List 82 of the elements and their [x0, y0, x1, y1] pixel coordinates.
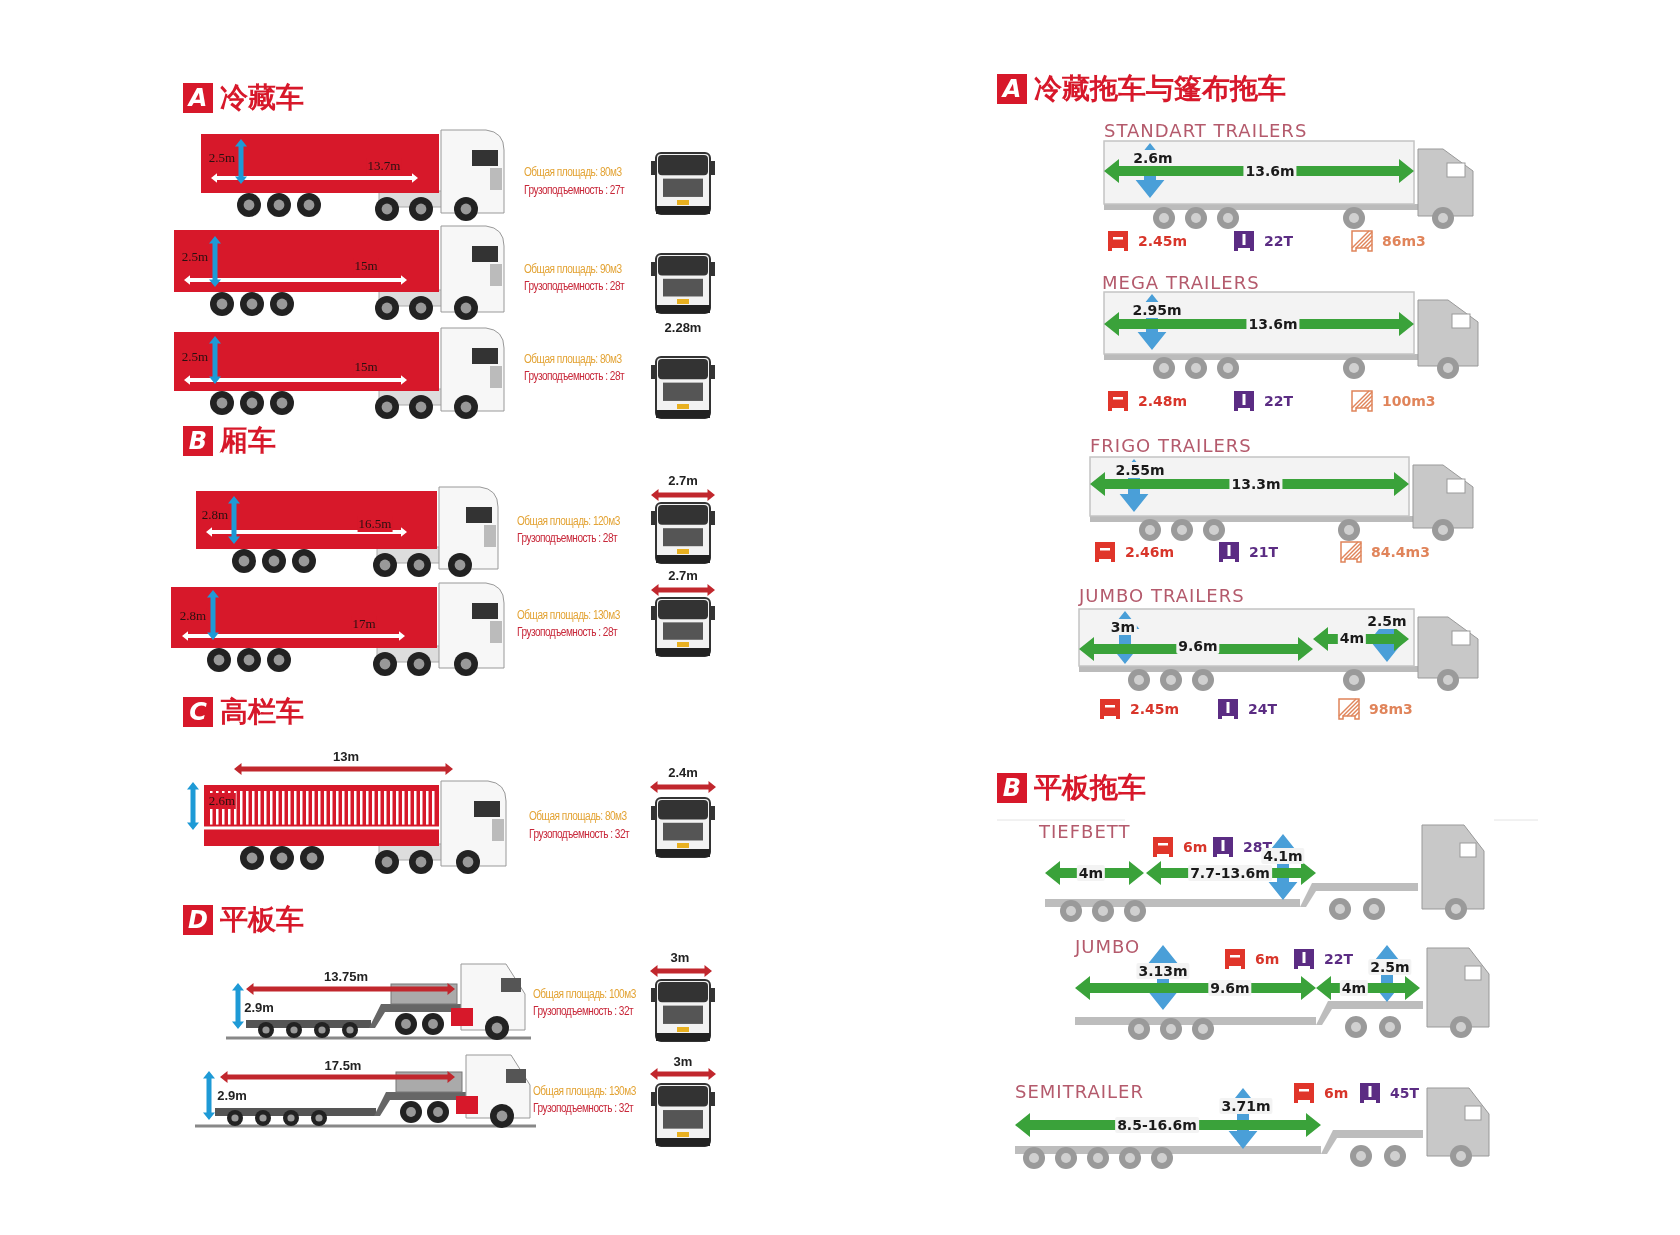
dimension-label: 17.5m — [324, 1057, 362, 1073]
capacity-text: Грузоподъемность : 28т — [524, 369, 625, 383]
trailer-name: MEGA TRAILERS — [1102, 271, 1260, 293]
weight-value: 22T — [1264, 233, 1294, 249]
volume-text: Общая площадь: 120м3 — [517, 514, 620, 528]
volume-text: Общая площадь: 80м3 — [524, 165, 622, 179]
weight-value: 21T — [1249, 544, 1279, 560]
trailer-name: STANDART TRAILERS — [1104, 119, 1308, 141]
width-value: 2.48m — [1138, 393, 1188, 409]
width-value: 2.45m — [1138, 233, 1188, 249]
dimension-label: 2.9m — [217, 1087, 247, 1103]
volume-value: 84.4m3 — [1371, 544, 1430, 560]
section-heading: 冷藏拖车与篷布拖车 — [1034, 71, 1286, 107]
dimension-label: 9.6m — [1176, 638, 1220, 654]
dimension-label: 2.28m — [664, 319, 702, 335]
capacity-text: Грузоподъемность : 28т — [524, 279, 625, 293]
volume-text: Общая площадь: 100м3 — [533, 987, 636, 1001]
width-value: 2.46m — [1125, 544, 1175, 560]
dimension-label: 3.71m — [1219, 1098, 1273, 1114]
section-badge: D — [183, 905, 213, 935]
dimension-label: 2.7m — [668, 472, 698, 488]
weight-value: 22T — [1264, 393, 1294, 409]
section-badge: A — [997, 74, 1027, 104]
width-value: 2.45m — [1130, 701, 1180, 717]
weight-value: 24T — [1248, 701, 1278, 717]
volume-text: Общая площадь: 80м3 — [524, 352, 622, 366]
capacity-text: Грузоподъемность : 27т — [524, 183, 625, 197]
volume-value: 98m3 — [1369, 701, 1413, 717]
dimension-label: 13m — [333, 748, 359, 764]
dimension-label: 13.3m — [1229, 476, 1283, 492]
trailer-name: SEMITRAILER — [1015, 1080, 1144, 1102]
capacity-text: Грузоподъемность : 32т — [533, 1004, 634, 1018]
weight-value: 45T — [1390, 1085, 1420, 1101]
section-badge: B — [997, 773, 1027, 803]
capacity-text: Грузоподъемность : 32т — [533, 1101, 634, 1115]
volume-text: Общая площадь: 130м3 — [517, 608, 620, 622]
section-heading: 冷藏车 — [220, 80, 304, 116]
section-badge: B — [183, 426, 213, 456]
dimension-label: 2.9m — [244, 999, 274, 1015]
dimension-label: 13.75m — [323, 968, 369, 984]
trailer-name: FRIGO TRAILERS — [1090, 434, 1252, 456]
volume-value: 100m3 — [1382, 393, 1436, 409]
dimension-label: 2.5m — [1365, 613, 1409, 629]
width-value: 6m — [1255, 951, 1280, 967]
dimension-label: 4m — [1076, 865, 1106, 881]
dimension-label: 9.6m — [1208, 980, 1252, 996]
section-heading: 平板拖车 — [1034, 770, 1146, 806]
dimension-label: 2.95m — [1130, 302, 1184, 318]
section-heading: 平板车 — [220, 902, 304, 938]
capacity-text: Грузоподъемность : 32т — [529, 827, 630, 841]
dimension-label: 13.6m — [1243, 163, 1297, 179]
dimension-label: 3.13m — [1136, 963, 1190, 979]
dimension-label: 2.4m — [668, 764, 698, 780]
section-heading: 高栏车 — [220, 694, 304, 730]
volume-text: Общая площадь: 130м3 — [533, 1084, 636, 1098]
dimension-label: 3m — [1108, 619, 1138, 635]
dimension-label: 7.7-13.6m — [1188, 865, 1272, 881]
dimension-label: 2.55m — [1113, 462, 1167, 478]
volume-value: 86m3 — [1382, 233, 1426, 249]
dimension-label: 8.5-16.6m — [1115, 1117, 1199, 1133]
dimension-label: 2.7m — [668, 567, 698, 583]
dimension-label: 13.6m — [1246, 316, 1300, 332]
dimension-label: 4m — [1339, 980, 1369, 996]
dimension-label: 2.6m — [207, 793, 237, 809]
trailer-name: JUMBO — [1075, 935, 1141, 957]
width-value: 6m — [1324, 1085, 1349, 1101]
dimension-label: 3m — [670, 949, 690, 965]
trailer-name: TIEFBETT — [1039, 820, 1131, 842]
dimension-label: 3m — [673, 1053, 693, 1069]
section-heading: 厢车 — [220, 423, 276, 459]
volume-text: Общая площадь: 80м3 — [529, 809, 627, 823]
section-badge: A — [183, 83, 213, 113]
dimension-label: 4m — [1337, 630, 1367, 646]
dimension-label: 2.6m — [1131, 150, 1175, 166]
capacity-text: Грузоподъемность : 28т — [517, 531, 618, 545]
dimension-label: 2.5m — [1368, 959, 1412, 975]
volume-text: Общая площадь: 90м3 — [524, 262, 622, 276]
width-value: 6m — [1183, 839, 1208, 855]
section-badge: C — [183, 697, 213, 727]
weight-value: 22T — [1324, 951, 1354, 967]
capacity-text: Грузоподъемность : 28т — [517, 625, 618, 639]
trailer-name: JUMBO TRAILERS — [1079, 584, 1245, 606]
